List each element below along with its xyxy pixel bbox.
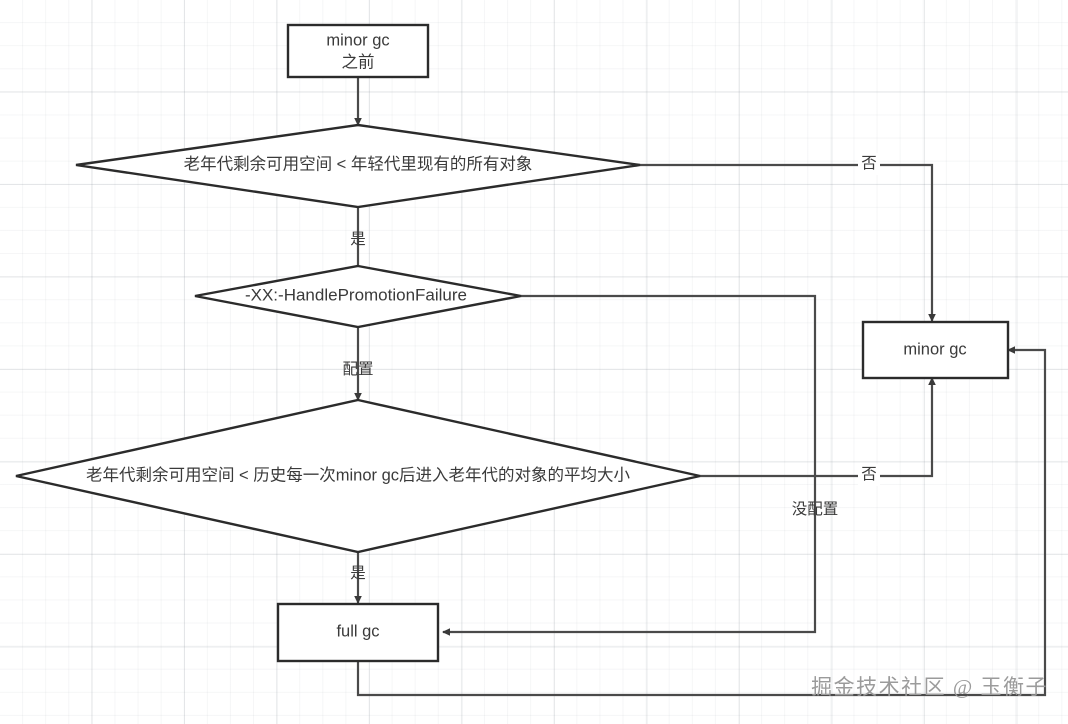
full-gc-box-label: full gc xyxy=(336,622,379,640)
edge-label-decision1-yes: 是 xyxy=(350,231,366,248)
node-minor-gc-box[interactable] xyxy=(861,320,1010,380)
node-decision-2[interactable] xyxy=(194,264,522,329)
edge-label-bg-d1-no xyxy=(858,153,880,175)
start-box-label-line2: 之前 xyxy=(342,52,375,71)
watermark: 掘金技术社区 @ 玉衡子 xyxy=(811,675,1048,699)
edge-label-decision3-yes: 是 xyxy=(350,565,366,582)
node-decision-3[interactable] xyxy=(15,398,701,554)
decision-1-label: 老年代剩余可用空间 < 年轻代里现有的所有对象 xyxy=(184,154,533,173)
decision-3-label: 老年代剩余可用空间 < 历史每一次minor gc后进入老年代的对象的平均大小 xyxy=(86,465,631,484)
edge-decision2-notconfigured-to-fullgc xyxy=(441,294,817,636)
node-start-box[interactable] xyxy=(286,23,430,79)
edge-label-decision2-configured: 配置 xyxy=(342,360,373,378)
node-full-gc-box[interactable] xyxy=(276,602,440,663)
edge-label-decision3-no: 否 xyxy=(861,466,877,483)
edge-decision1-no-to-minorgc xyxy=(640,163,936,323)
edge-fullgc-to-minorgc xyxy=(356,346,1047,697)
edge-label-decision1-no: 否 xyxy=(861,155,877,172)
decision-2-label: -XX:-HandlePromotionFailure xyxy=(245,285,467,304)
node-decision-1[interactable] xyxy=(75,123,641,209)
edge-decision3-no-to-minorgc xyxy=(700,376,936,478)
minor-gc-box-label: minor gc xyxy=(903,340,966,358)
start-box-label-line1: minor gc xyxy=(326,31,389,49)
edge-label-bg-d3-no xyxy=(858,464,880,486)
edge-label-decision2-not-configured: 没配置 xyxy=(792,500,839,518)
